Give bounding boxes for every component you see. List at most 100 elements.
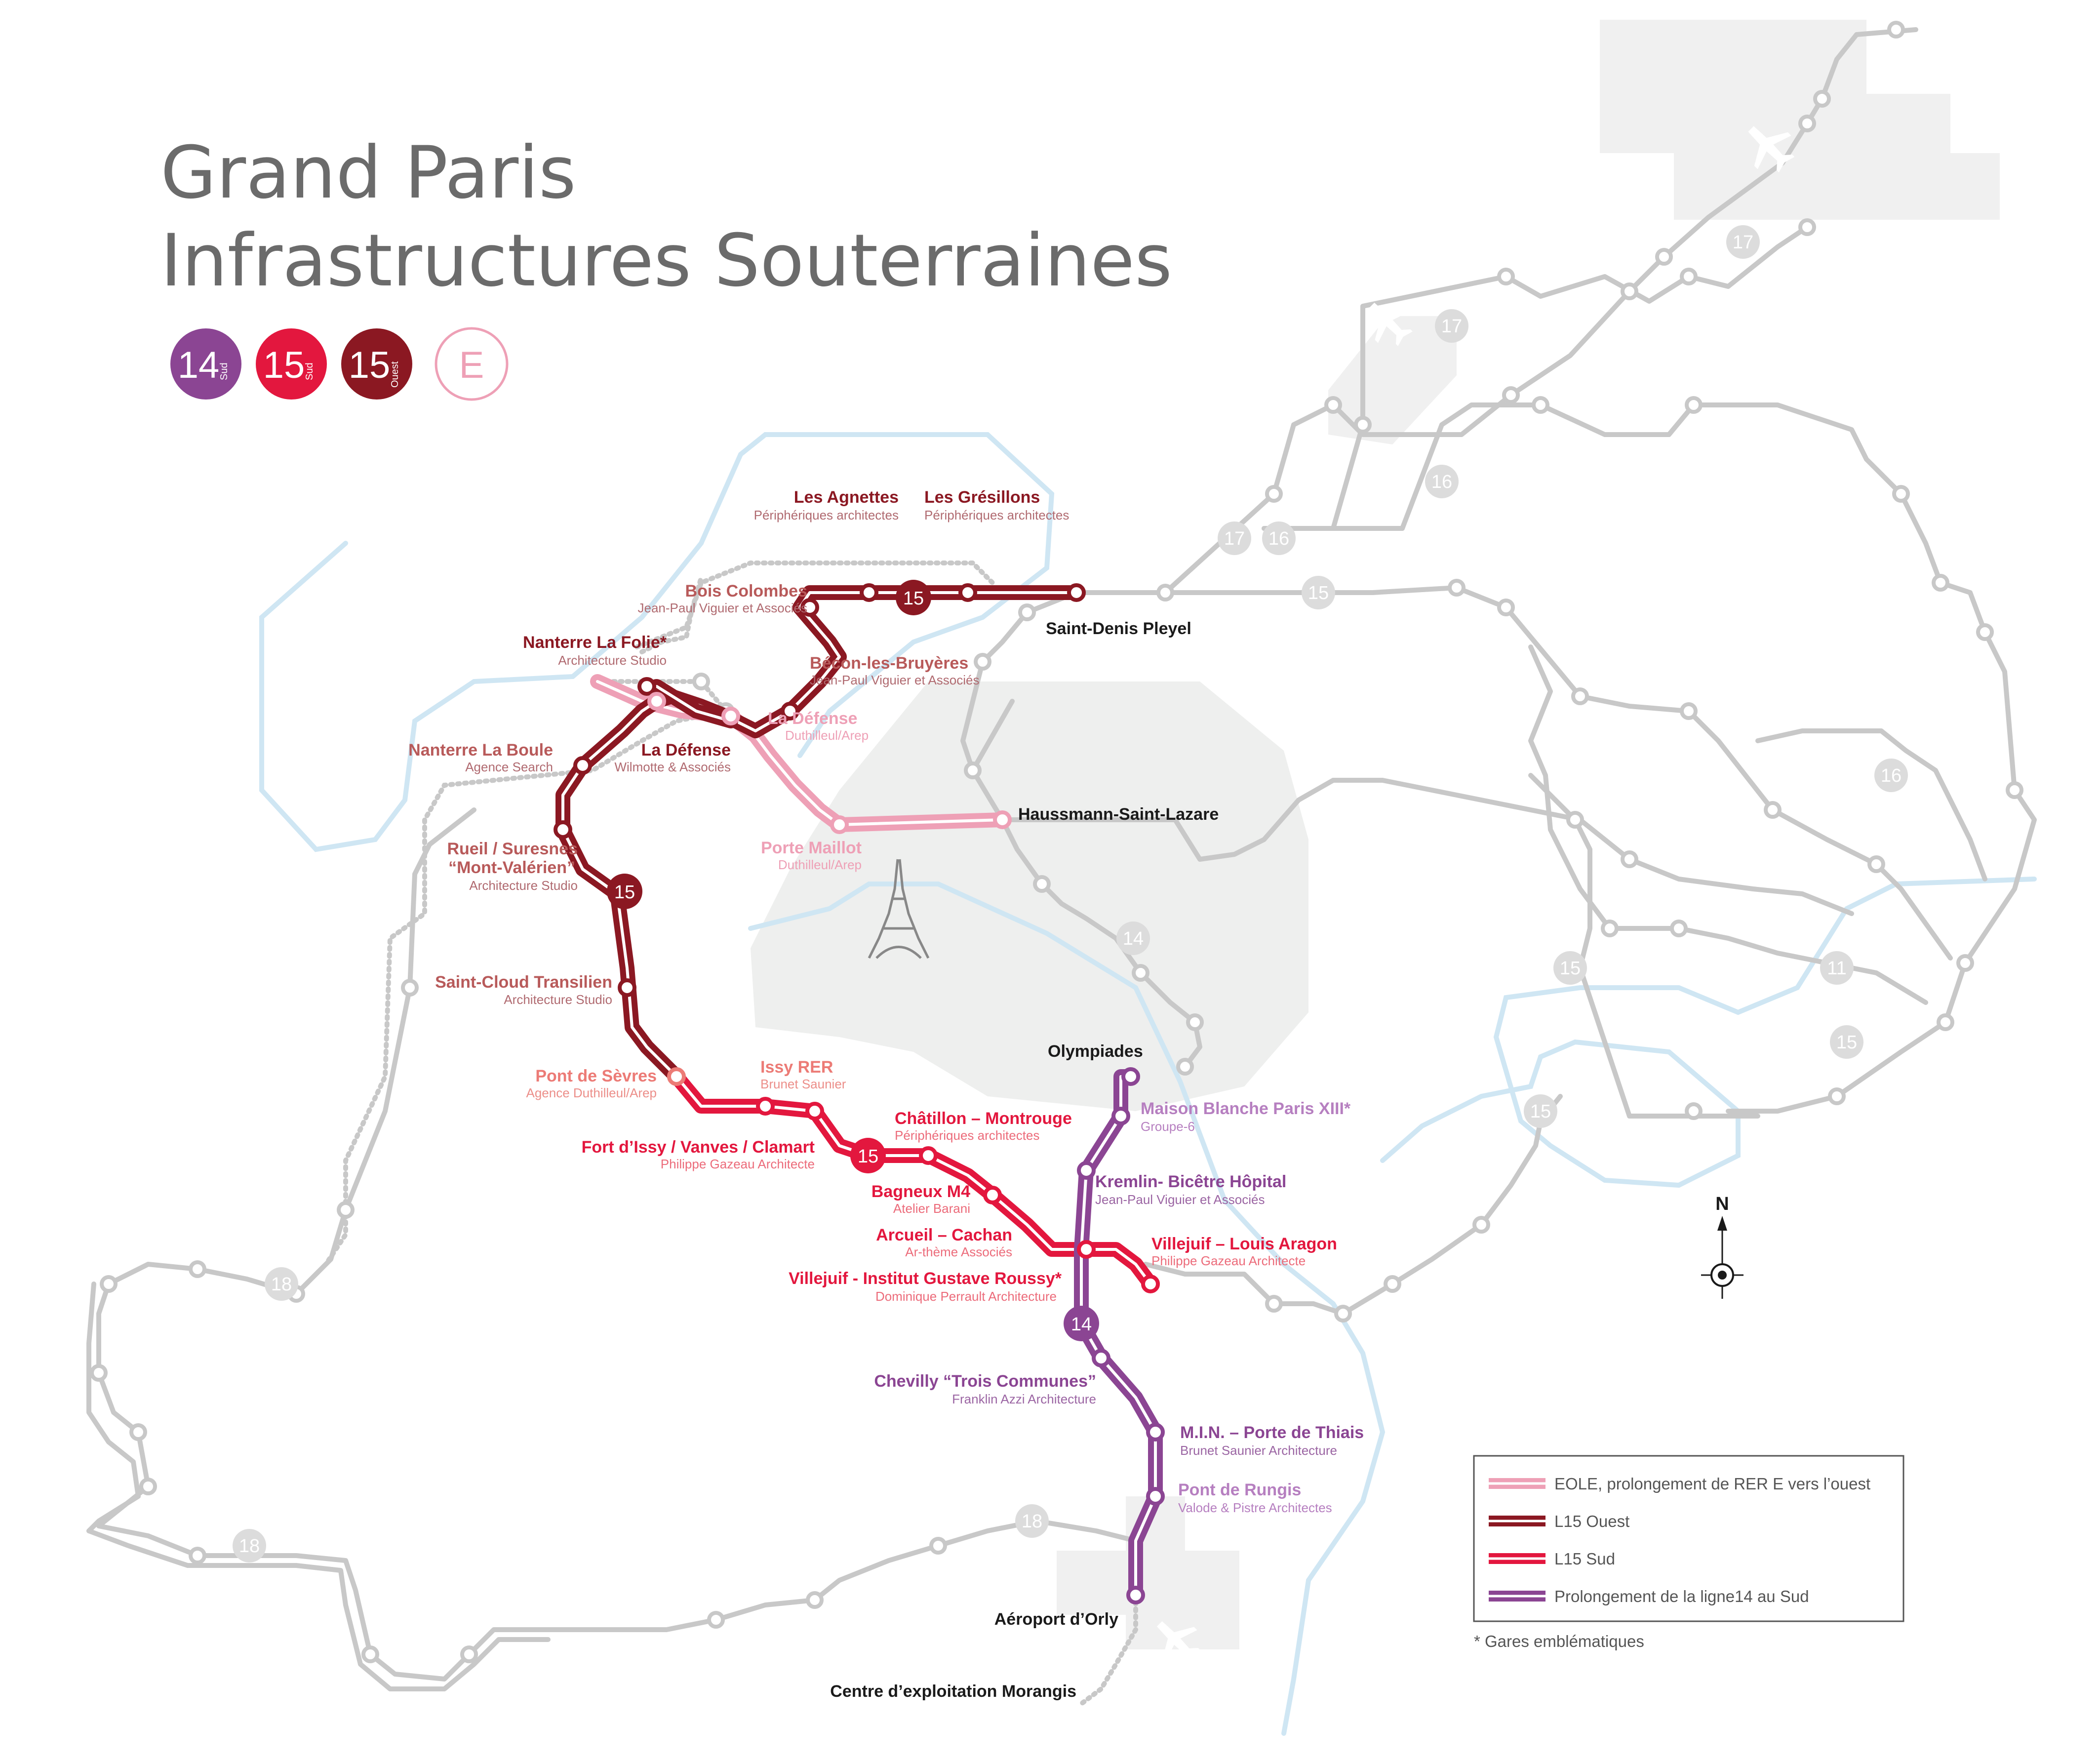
line-station-dot (1077, 1240, 1096, 1259)
label-nanterrefolie: Nanterre La Folie* (523, 633, 667, 652)
network-number: 18 (239, 1536, 260, 1557)
grey-station (1566, 811, 1584, 829)
line-station-dot (1126, 1586, 1145, 1604)
network-number: 16 (1431, 472, 1452, 492)
line-station-dot (1067, 583, 1086, 602)
grey-station (1186, 1013, 1204, 1031)
legend: EOLE, prolongement de RER E vers l’ouest… (1473, 1455, 1904, 1650)
footnote: * Gares emblématiques (1474, 1632, 1644, 1650)
architect-becon: Jean-Paul Viguier et Associés (810, 673, 980, 687)
l14-marker (1064, 1306, 1099, 1341)
architect-chatillon: Périphériques architectes (895, 1128, 1039, 1143)
architect-maisonblanche: Groupe-6 (1141, 1119, 1195, 1134)
line-station-dot (1146, 1487, 1165, 1506)
grey-station (1867, 855, 1885, 873)
line-stations (554, 583, 1165, 1604)
l15-marker-south (850, 1138, 886, 1173)
line-station-dot (618, 978, 636, 997)
architect-agnettes: Périphériques architectes (754, 508, 899, 522)
orly-airport-area (1057, 1496, 1239, 1649)
label-becon: Bécon-les-Bruyères (810, 654, 968, 673)
architect-issyrer: Brunet Saunier (760, 1077, 846, 1091)
line-station-dot (1111, 1107, 1130, 1125)
airplane-icon-cdg (1748, 126, 1795, 173)
architect-ladefense: Wilmotte & Associés (614, 760, 731, 774)
grey-station (1937, 1013, 1954, 1031)
grey-station (1265, 1295, 1283, 1313)
label-villejuifla: Villejuif – Louis Aragon (1151, 1235, 1337, 1253)
label-ladefense: La Défense (641, 741, 731, 760)
grey-station (1621, 282, 1638, 300)
badge-14-num: 14 (178, 344, 220, 386)
grey-station (1384, 1275, 1401, 1293)
label-haussmann: Haussmann-Saint-Lazare (1018, 805, 1219, 824)
label-chevilly: Chevilly “Trois Communes” (874, 1372, 1096, 1391)
badge-15-sud (256, 328, 327, 400)
line-station-dot (781, 702, 799, 721)
l15-marker-west (607, 874, 642, 909)
line-station-dot (805, 1102, 824, 1121)
line-badges: 14 Sud 15 Sud 15 Ouest E (170, 327, 509, 401)
network-number-disc (1116, 922, 1150, 955)
network-number: 15 (1530, 1101, 1551, 1122)
badge-rer-e (435, 327, 509, 401)
badge-15-ouest-sub: Ouest (390, 361, 400, 388)
architect-bagneux: Atelier Barani (893, 1201, 970, 1216)
badge-14-sub: Sud (219, 362, 230, 380)
badge-15-ouest (341, 328, 412, 400)
grey-station (1828, 1087, 1846, 1105)
grey-station (100, 1275, 118, 1293)
north-arrow: N (1701, 1194, 1743, 1299)
l14-marker-text: 14 (1071, 1314, 1092, 1335)
line-station-dot (1141, 1275, 1160, 1293)
grey-station (1764, 801, 1782, 819)
badge-15-sud-num: 15 (263, 344, 305, 386)
station-labels: Les Agnettes Périphériques architectes L… (408, 488, 1364, 1701)
legend-label-l14: Prolongement de la ligne14 au Sud (1554, 1587, 1809, 1605)
architect-nanterreboule: Agence Search (465, 760, 553, 774)
grey-station (1621, 850, 1638, 868)
l15-marker-north (896, 580, 931, 615)
legend-item-l14: Prolongement de la ligne14 au Sud (1489, 1587, 1809, 1605)
network-number: 17 (1441, 316, 1462, 337)
label-morangis: Centre d’exploitation Morangis (830, 1682, 1076, 1701)
label-orly: Aéroport d’Orly (994, 1610, 1118, 1629)
architect-portemaillot: Duthilleul/Arep (778, 857, 862, 872)
network-number-disc (1302, 576, 1335, 609)
network-number-disc (1015, 1504, 1049, 1538)
grey-station (460, 1645, 478, 1663)
architect-pontsevres: Agence Duthilleul/Arep (526, 1085, 657, 1100)
label-agnettes: Les Agnettes (794, 488, 899, 507)
label-nanterreboule: Nanterre La Boule (408, 741, 553, 760)
grey-station (1176, 1058, 1194, 1076)
seine-river (259, 432, 2037, 1736)
line-station-dot (637, 677, 656, 696)
label-ladefense-eole: La Défense (768, 709, 857, 728)
architect-saintcloud: Architecture Studio (504, 992, 612, 1007)
label-rungis: Pont de Rungis (1178, 1481, 1301, 1499)
grey-station (337, 1201, 355, 1219)
grey-station (1798, 115, 1816, 132)
grey-station (1685, 1102, 1703, 1120)
badge-rer-e-letter: E (459, 344, 484, 386)
grey-station (1670, 920, 1688, 937)
grey-station (1472, 1216, 1490, 1234)
network-number-disc (1726, 225, 1760, 259)
network-number-disc (1524, 1094, 1557, 1128)
page-title-line2: Infrastructures Souterraines (160, 219, 1172, 303)
le-bourget-area (1328, 316, 1457, 444)
legend-item-l15-ouest: L15 Ouest (1489, 1512, 1629, 1530)
architect-rungis: Valode & Pistre Architectes (1178, 1500, 1332, 1515)
grey-station (929, 1537, 947, 1555)
badge-15-ouest-num: 15 (349, 344, 391, 386)
grey-station (189, 1260, 206, 1278)
line-station-dot (554, 820, 572, 839)
label-fortissy: Fort d’Issy / Vanves / Clamart (582, 1138, 815, 1157)
network-number-disc (233, 1529, 266, 1563)
legend-item-eole: EOLE, prolongement de RER E vers l’ouest (1489, 1475, 1870, 1493)
l15-marker-south-text: 15 (858, 1146, 878, 1167)
grey-station (1932, 574, 1949, 592)
architect-gresillons: Périphériques architectes (924, 508, 1069, 522)
grey-station (2006, 781, 2023, 799)
